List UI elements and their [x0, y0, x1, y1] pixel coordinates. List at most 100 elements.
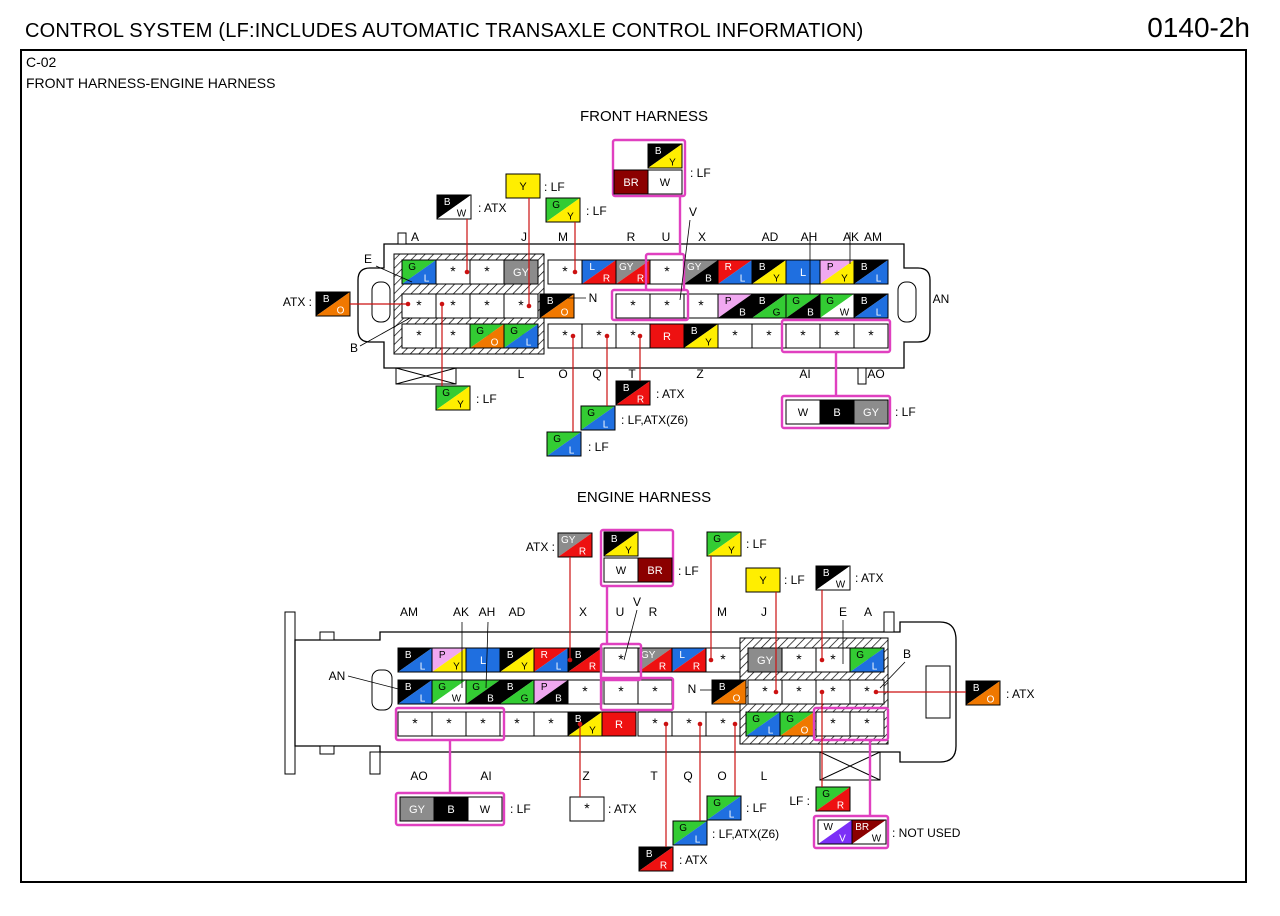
wire-color-cell: BRW	[851, 819, 887, 845]
wire-color-cell: GY	[399, 796, 435, 822]
cavity-letter: AK	[843, 230, 859, 244]
wire-color-code: W	[823, 822, 833, 833]
wire-color-cell: GL	[401, 259, 437, 285]
wire-color-cell: *	[603, 679, 639, 705]
wire-color-cell: W	[785, 399, 821, 425]
wire-color-code: V	[839, 834, 846, 845]
wire-color-code: R	[541, 650, 548, 661]
wire-color-cell: GL	[503, 323, 539, 349]
wire-color-code: B	[646, 849, 653, 860]
pin-dot	[697, 721, 703, 727]
wire-color-code: G	[553, 434, 561, 445]
wire-color-cell: *	[649, 259, 685, 285]
wire-color-code: P	[541, 682, 548, 693]
wire-color-code: Y	[521, 662, 528, 673]
wire-color-code: B	[405, 682, 412, 693]
wire-color-cell: BL	[853, 259, 889, 285]
wire-color-cell: *	[435, 323, 471, 349]
label-text: : ATX	[478, 201, 506, 215]
wire-color-cell: PB	[533, 679, 569, 705]
wire-lead	[879, 661, 906, 689]
cavity-letter: AH	[801, 230, 818, 244]
wire-color-cell: *	[751, 323, 787, 349]
pin-dot	[570, 333, 576, 339]
wire-color-cell: BY	[603, 531, 639, 557]
wire-color-code: *	[484, 297, 490, 313]
wire-color-cell: GB	[785, 293, 821, 319]
wire-color-code: L	[480, 655, 486, 667]
label-text: : ATX	[608, 802, 636, 816]
cavity-letter: V	[633, 595, 641, 609]
wire-color-code: R	[589, 662, 596, 673]
wire-color-code: *	[652, 683, 658, 699]
label-text: : LF	[784, 573, 805, 587]
wire-color-code: L	[740, 274, 746, 285]
cavity-letter: R	[649, 605, 658, 619]
wire-color-code: *	[830, 683, 836, 699]
cavity-letter: X	[698, 230, 706, 244]
label-text: ATX :	[526, 540, 555, 554]
wire-color-code: *	[800, 327, 806, 343]
wire-color-code: GY	[619, 262, 634, 273]
wire-color-code: Y	[759, 575, 767, 587]
wire-color-code: L	[876, 308, 882, 319]
wire-color-code: GY	[757, 655, 774, 667]
highlight-box	[599, 642, 643, 682]
wire-color-code: Y	[625, 546, 632, 557]
wire-color-code: GY	[641, 650, 656, 661]
wire-color-code: *	[450, 263, 456, 279]
wire-color-code: *	[562, 327, 568, 343]
wire-color-cell: BL	[397, 679, 433, 705]
wire-color-cell: GY	[435, 385, 471, 411]
wire-color-cell: GY	[747, 647, 783, 673]
wire-color-code: R	[837, 801, 844, 812]
wire-color-code: R	[660, 861, 667, 872]
wire-color-cell: W	[647, 169, 683, 195]
wire-color-cell: PY	[431, 647, 467, 673]
cavity-letter: U	[616, 605, 625, 619]
label-text: : LF	[895, 405, 916, 419]
cavity-letter: AI	[480, 769, 491, 783]
wire-color-code: G	[826, 296, 834, 307]
wire-color-code: GY	[687, 262, 702, 273]
cavity-letter: AD	[509, 605, 526, 619]
wire-color-cell: GYR	[557, 532, 593, 558]
wire-lead	[347, 675, 411, 693]
wire-color-code: B	[507, 682, 514, 693]
wire-color-code: G	[438, 682, 446, 693]
wire-color-code: L	[424, 274, 430, 285]
wire-color-code: P	[439, 650, 446, 661]
wire-color-code: G	[713, 798, 721, 809]
wire-color-code: GY	[863, 407, 880, 419]
wire-color-code: B	[623, 383, 630, 394]
wire-color-code: O	[987, 695, 995, 706]
wire-color-cell: *	[569, 796, 605, 822]
wire-color-code: B	[575, 650, 582, 661]
cavity-letter: M	[717, 605, 727, 619]
connector-name: FRONT HARNESS-ENGINE HARNESS	[26, 75, 276, 91]
wire-color-cell: Y	[505, 173, 541, 199]
connector-code: C-02	[26, 54, 57, 70]
wire-color-cell: WV	[817, 819, 853, 845]
wire-color-cell: RL	[717, 259, 753, 285]
wire-color-code: Y	[453, 662, 460, 673]
wire-color-code: R	[603, 274, 610, 285]
wire-color-code: L	[526, 338, 532, 349]
wire-color-cell: BW	[815, 565, 851, 591]
wire-color-cell: *	[781, 679, 817, 705]
wire-lead	[485, 621, 489, 689]
highlight-box	[610, 288, 690, 322]
pin-dot	[604, 333, 610, 339]
wire-color-cell: B	[819, 399, 855, 425]
wire-color-code: *	[664, 297, 670, 313]
wire-color-code: B	[575, 714, 582, 725]
wire-color-cell: *	[503, 293, 539, 319]
wire-color-code: B	[555, 694, 562, 705]
wire-color-code: *	[796, 651, 802, 667]
wire-color-code: W	[798, 407, 809, 419]
wire-color-cell: *	[637, 679, 673, 705]
cavity-letter: AM	[864, 230, 882, 244]
wire-color-code: *	[484, 263, 490, 279]
cavity-letter: N	[589, 291, 598, 305]
wire-color-cell: *	[465, 711, 501, 737]
